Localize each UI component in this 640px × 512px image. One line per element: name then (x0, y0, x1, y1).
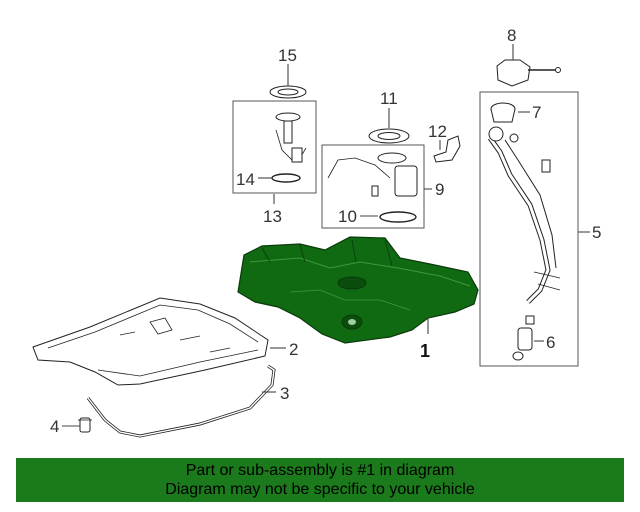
callout-14[interactable]: 14 (236, 170, 255, 189)
callout-4[interactable]: 4 (50, 417, 59, 436)
lock-ring[interactable] (368, 128, 410, 144)
filler-pipe[interactable] (487, 126, 561, 304)
diagram-svg: 1 2 3 4 5 6 7 8 9 10 11 12 13 14 15 (32, 26, 601, 438)
fuel-tank[interactable] (237, 236, 479, 344)
fuel-cap[interactable] (496, 59, 561, 87)
filler-pipe-box (479, 91, 579, 367)
banner-line-1: Part or sub-assembly is #1 in diagram (185, 462, 455, 479)
callout-6[interactable]: 6 (546, 333, 555, 352)
bracket[interactable] (433, 135, 461, 163)
strap-bolt[interactable] (78, 417, 92, 433)
callout-15[interactable]: 15 (278, 46, 297, 65)
callout-1[interactable]: 1 (420, 341, 430, 361)
tank-strap[interactable] (86, 364, 276, 438)
fuel-pump[interactable] (327, 152, 418, 197)
callout-8[interactable]: 8 (507, 26, 516, 45)
callout-11[interactable]: 11 (380, 89, 398, 108)
sensor[interactable] (512, 315, 535, 361)
fuel-sender[interactable] (275, 112, 307, 163)
info-banner: Part or sub-assembly is #1 in diagram Di… (16, 458, 624, 502)
pump-seal[interactable] (379, 211, 417, 223)
filler-housing[interactable] (490, 102, 516, 123)
fuel-pump-box (321, 144, 425, 229)
callout-3[interactable]: 3 (280, 384, 289, 403)
sender-seal[interactable] (271, 173, 301, 183)
sender-lock-ring[interactable] (269, 85, 307, 99)
callout-2[interactable]: 2 (289, 340, 298, 359)
sender-box (232, 100, 317, 194)
banner-line-2: Diagram may not be specific to your vehi… (165, 481, 475, 498)
callout-9[interactable]: 9 (435, 180, 444, 199)
callout-13[interactable]: 13 (263, 207, 282, 226)
callout-5[interactable]: 5 (592, 223, 601, 242)
callout-12[interactable]: 12 (428, 122, 447, 141)
callout-7[interactable]: 7 (532, 103, 541, 122)
callout-10[interactable]: 10 (338, 207, 357, 226)
heat-shield[interactable] (32, 297, 269, 386)
